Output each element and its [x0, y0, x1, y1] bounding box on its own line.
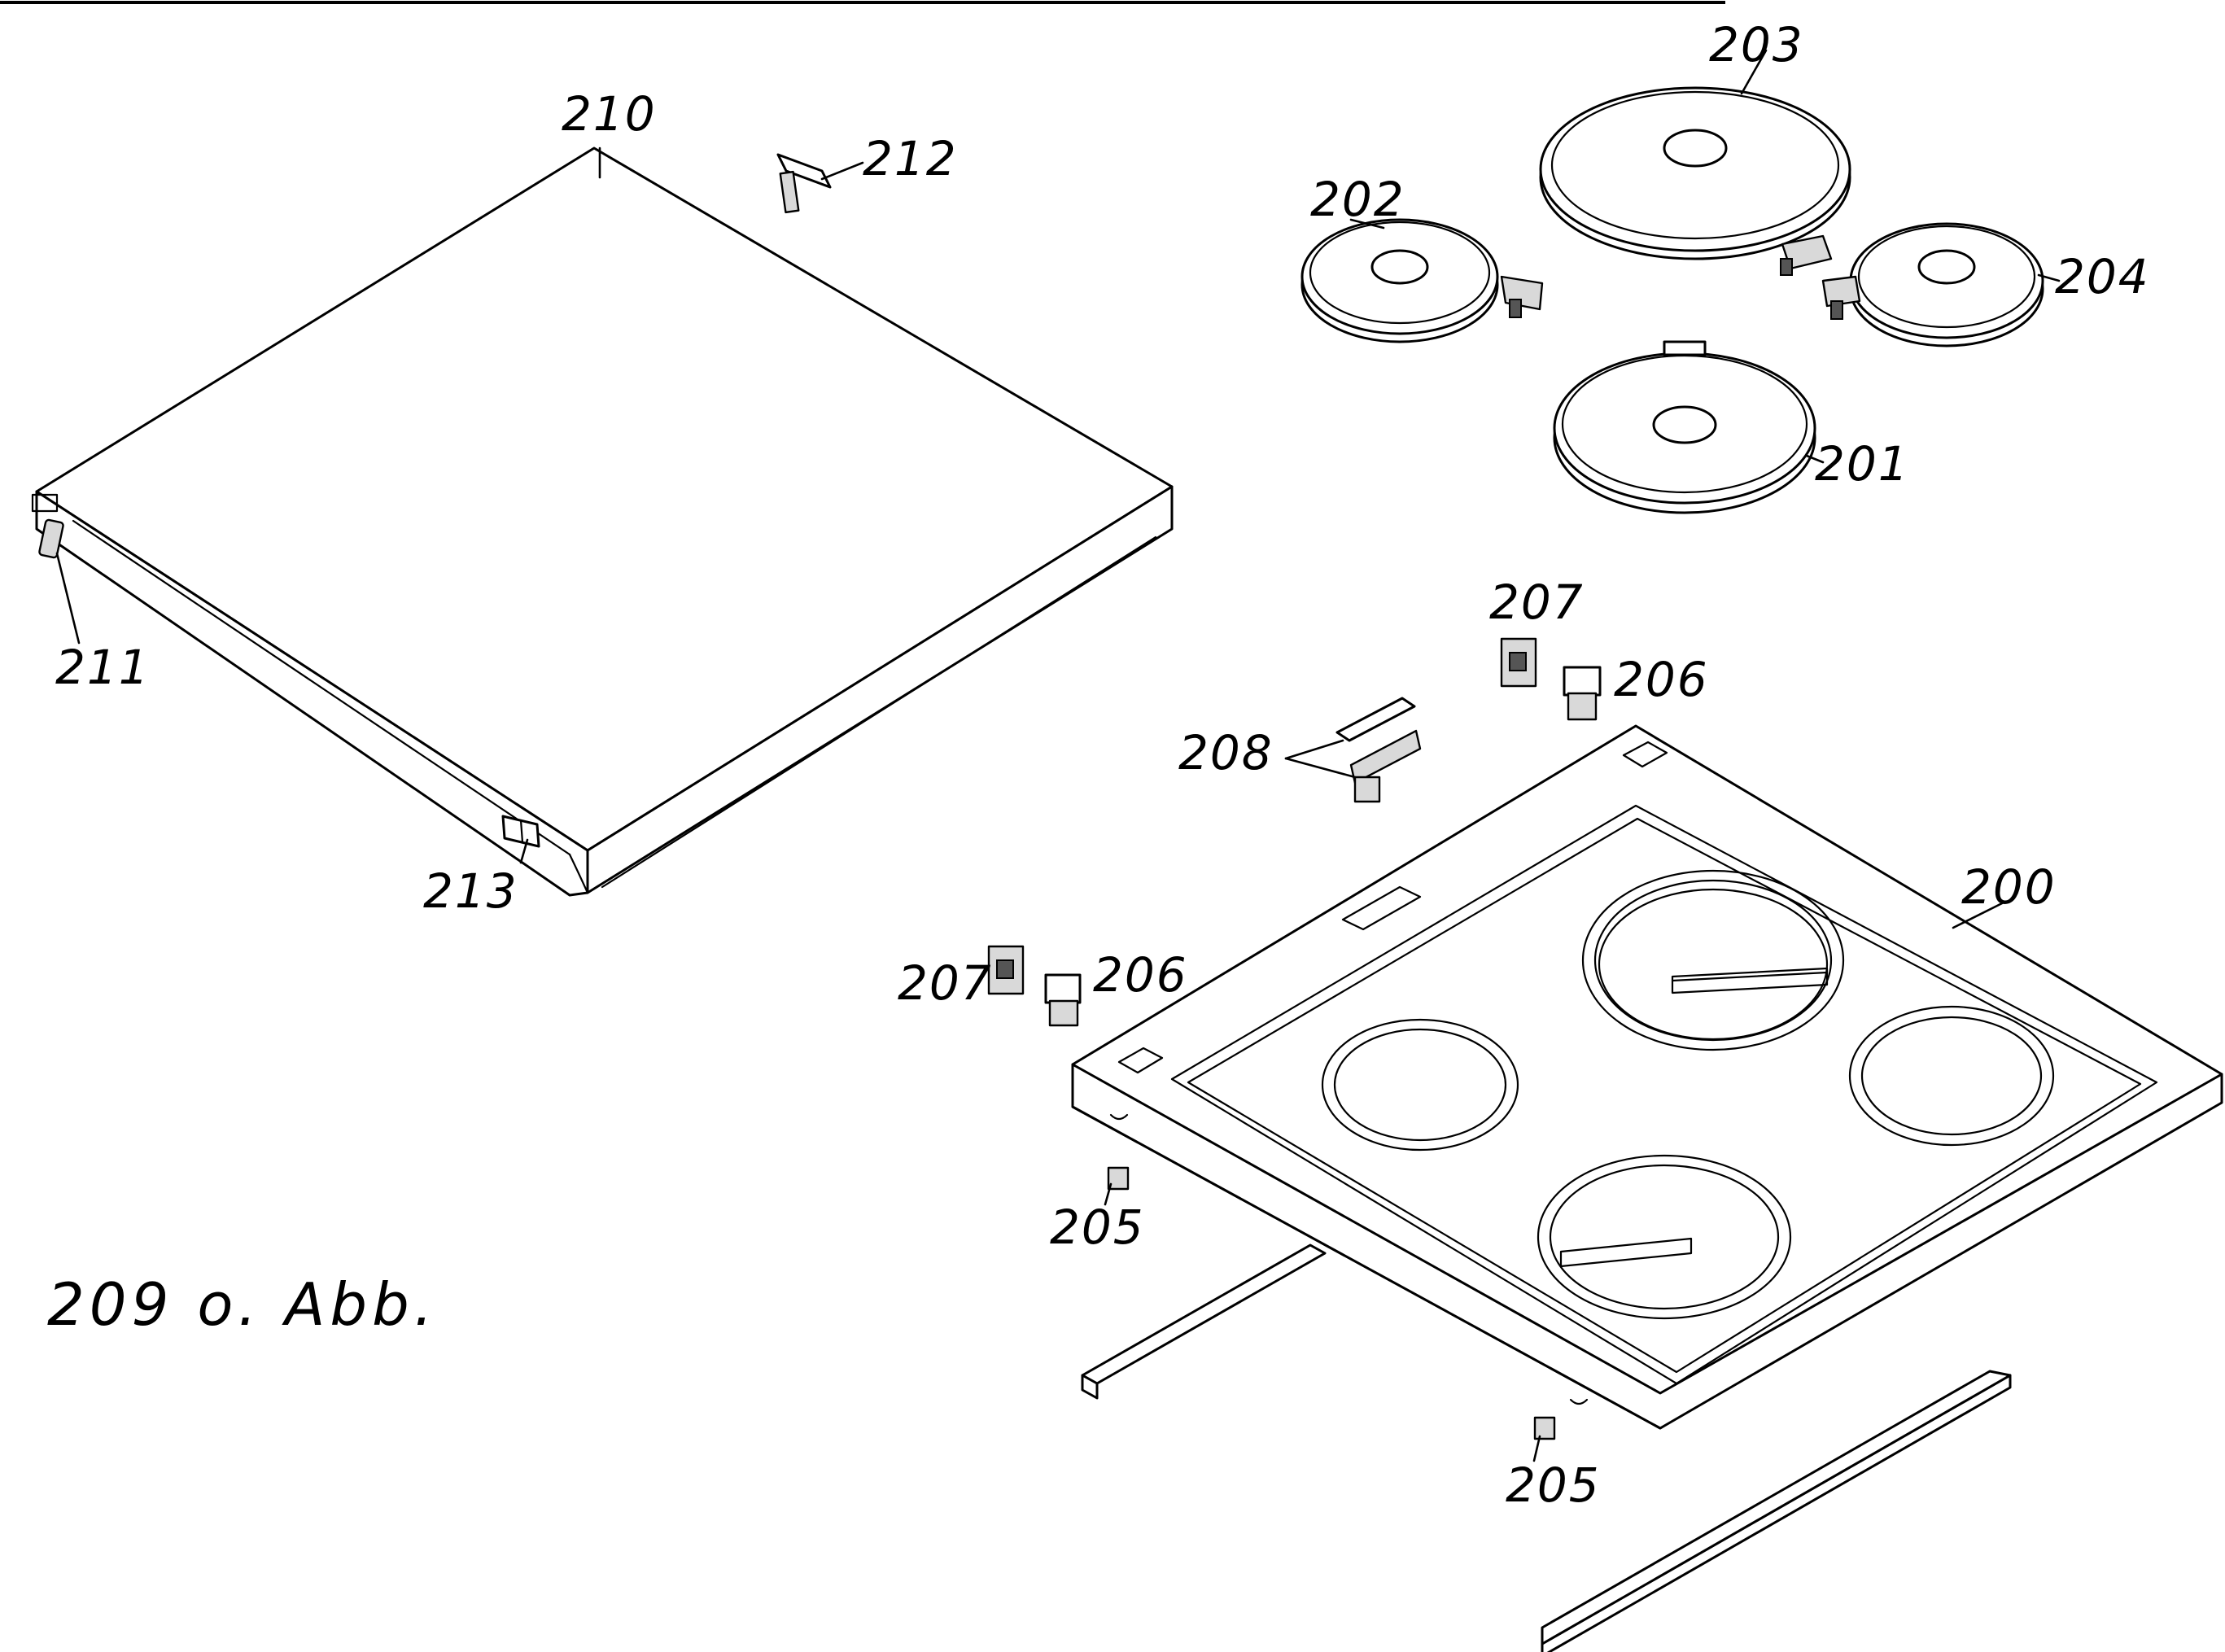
leader-lines [55, 49, 2061, 1462]
label-206-a: 206 [1093, 947, 1188, 1003]
label-208: 208 [1178, 725, 1274, 780]
clip-205-a [1107, 1166, 1130, 1191]
label-201: 201 [1815, 436, 1910, 492]
clip-206-b [1563, 666, 1602, 721]
hotplate-204 [1821, 222, 2044, 347]
clip-207-a [987, 945, 1025, 995]
clip-213 [501, 815, 540, 848]
bracket-212 [776, 153, 832, 214]
hotplate-203 [1539, 86, 1851, 276]
label-207-b: 207 [1489, 575, 1585, 630]
trim-208 [1335, 697, 1422, 803]
label-206-b: 206 [1614, 652, 1709, 707]
cover-lid-210 [35, 146, 1174, 897]
label-204: 204 [2055, 249, 2150, 304]
clip-207-b [1500, 637, 1537, 688]
hotplate-202 [1300, 218, 1544, 343]
label-211: 211 [55, 640, 151, 695]
label-203: 203 [1709, 17, 1804, 72]
hotplate-201 [1553, 340, 1816, 514]
label-202: 202 [1310, 172, 1405, 227]
support-rails [1081, 1243, 2012, 1652]
label-210: 210 [562, 86, 657, 142]
label-207-a: 207 [898, 955, 993, 1011]
cooktop-tray-200 [1071, 724, 2223, 1430]
hinge-pin-211 [31, 493, 64, 559]
clip-205-b [1533, 1416, 1556, 1440]
label-212: 212 [863, 131, 958, 186]
note-209: 209 o. Abb. [47, 1270, 438, 1339]
label-205-b: 205 [1506, 1458, 1601, 1513]
clip-206-a [1044, 973, 1082, 1027]
label-213: 213 [423, 863, 518, 919]
label-200: 200 [1961, 859, 2057, 915]
label-205-a: 205 [1050, 1200, 1145, 1255]
